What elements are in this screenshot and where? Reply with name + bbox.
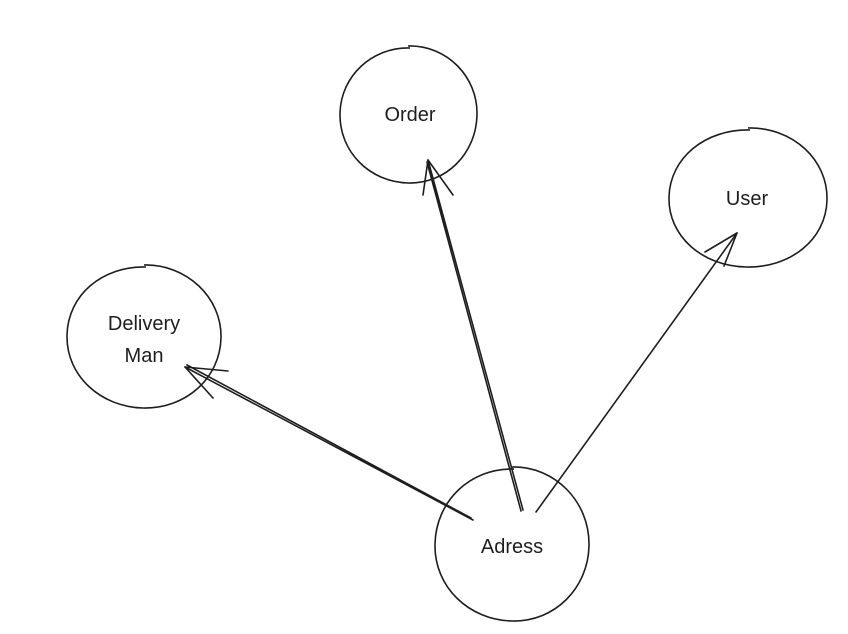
arrowhead-icon (704, 232, 738, 267)
arrowhead-icon (184, 366, 229, 399)
node-user[interactable]: User (668, 127, 828, 268)
edge-adress-to-order (422, 159, 524, 512)
node-adress[interactable]: Adress (434, 466, 590, 622)
node-adress-circle (434, 466, 590, 622)
edge-adress-to-delivery-man (184, 364, 474, 521)
node-delivery-man[interactable]: Delivery Man (66, 264, 222, 409)
edge-adress-to-user (535, 232, 738, 513)
node-order-circle (339, 45, 478, 184)
node-delivery-man-circle (66, 264, 222, 409)
node-order-label: Order (384, 104, 435, 126)
node-order[interactable]: Order (339, 45, 478, 184)
node-delivery-man-label-line1: Delivery (108, 313, 180, 335)
arrowhead-icon (422, 159, 454, 196)
node-user-label: User (726, 188, 769, 210)
node-adress-label: Adress (481, 536, 543, 558)
node-user-circle (668, 127, 828, 268)
node-delivery-man-label-line2: Man (125, 345, 164, 367)
